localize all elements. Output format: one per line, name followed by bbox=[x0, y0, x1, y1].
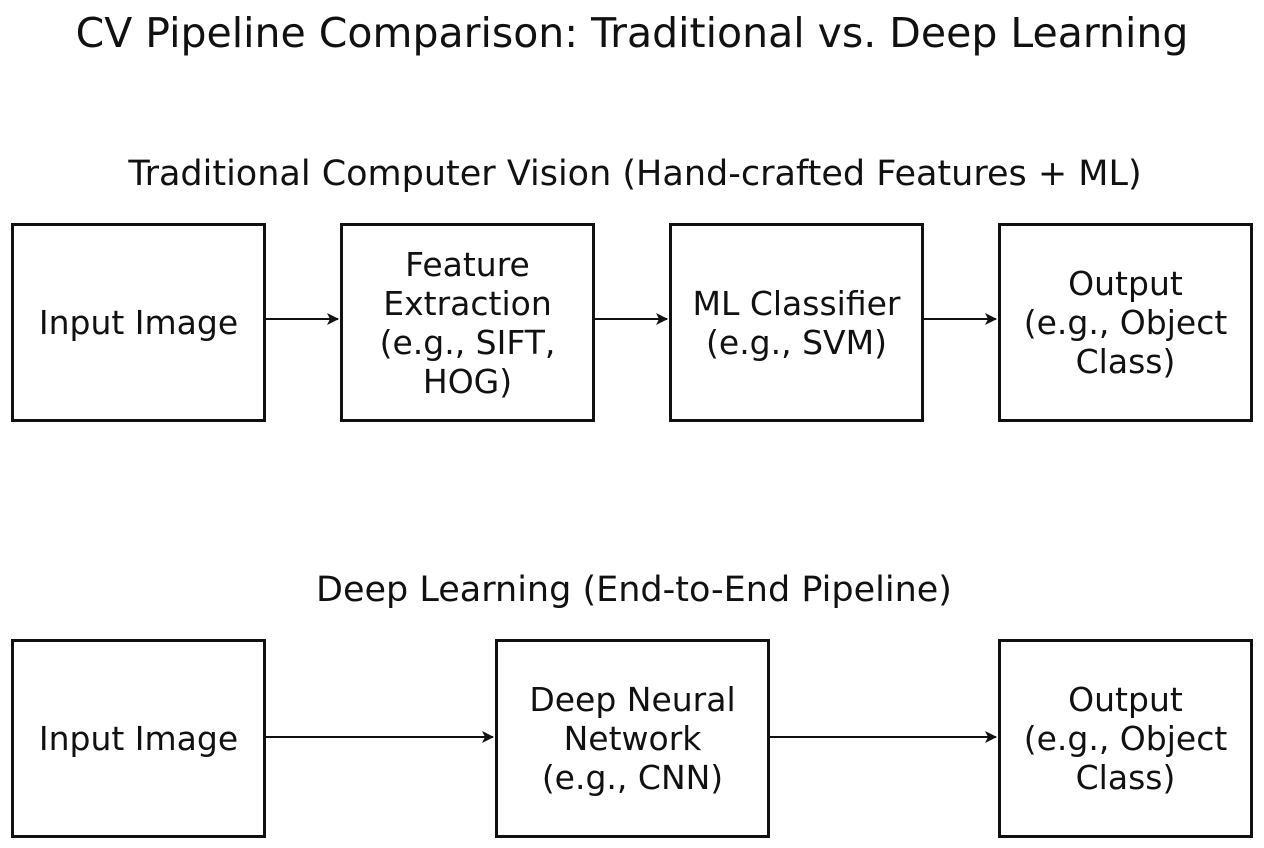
ml-classifier-label: ML Classifier (e.g., SVM) bbox=[692, 283, 901, 362]
feature-extraction-label: Feature Extraction (e.g., SIFT, HOG) bbox=[379, 244, 556, 401]
deep-output-label: Output (e.g., Object Class) bbox=[1023, 680, 1228, 797]
deep-input-image-box: Input Image bbox=[11, 639, 266, 838]
ml-classifier-box: ML Classifier (e.g., SVM) bbox=[669, 223, 924, 422]
traditional-output-box: Output (e.g., Object Class) bbox=[998, 223, 1253, 422]
deep-learning-section-title: Deep Learning (End-to-End Pipeline) bbox=[316, 570, 952, 610]
traditional-section-title: Traditional Computer Vision (Hand-crafte… bbox=[128, 154, 1142, 194]
deep-output-box: Output (e.g., Object Class) bbox=[998, 639, 1253, 838]
traditional-output-label: Output (e.g., Object Class) bbox=[1023, 264, 1228, 381]
traditional-input-image-label: Input Image bbox=[38, 303, 239, 342]
feature-extraction-box: Feature Extraction (e.g., SIFT, HOG) bbox=[340, 223, 595, 422]
diagram-title: CV Pipeline Comparison: Traditional vs. … bbox=[75, 9, 1189, 57]
deep-neural-network-box: Deep Neural Network (e.g., CNN) bbox=[495, 639, 770, 838]
deep-input-image-label: Input Image bbox=[38, 719, 239, 758]
deep-neural-network-label: Deep Neural Network (e.g., CNN) bbox=[529, 680, 736, 797]
traditional-input-image-box: Input Image bbox=[11, 223, 266, 422]
